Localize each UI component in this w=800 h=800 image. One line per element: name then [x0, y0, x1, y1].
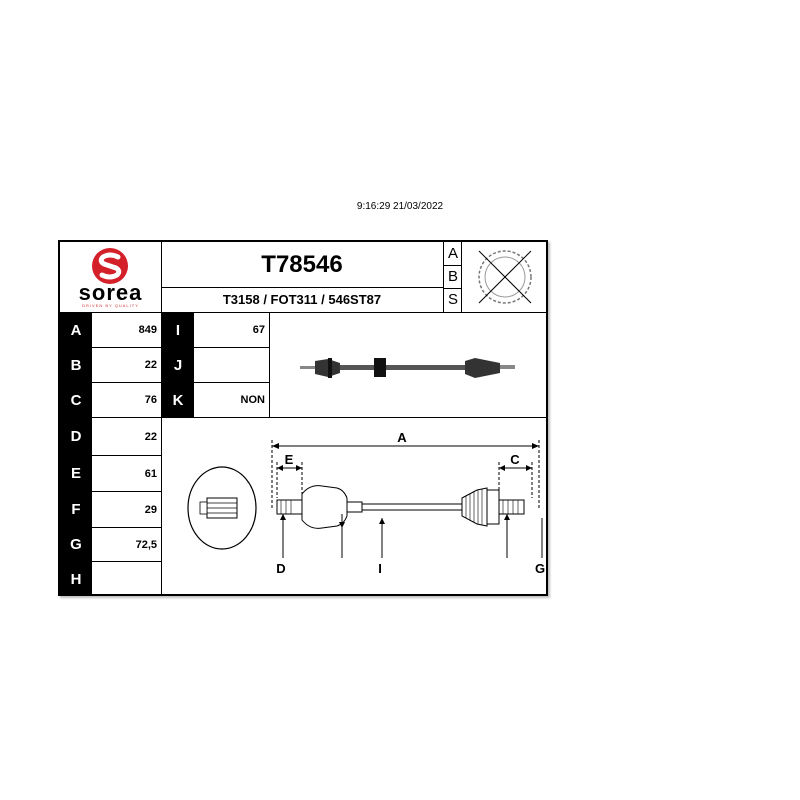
spec-letter-a: A — [60, 313, 92, 347]
spec-sheet: sorea DRIVEN BY QUALITY T78546 T3158 / F… — [58, 240, 548, 596]
spec-value-f: 29 — [144, 503, 157, 516]
label-a: A — [397, 430, 407, 445]
label-i: I — [378, 561, 382, 576]
spec-value-i: 67 — [252, 324, 265, 336]
spec-value-h — [92, 562, 161, 596]
spec-letter-h: H — [60, 562, 92, 596]
spec-letter-g: G — [60, 528, 92, 561]
timestamp: 9:16:29 21/03/2022 — [356, 201, 444, 212]
spec-letter-d: D — [60, 418, 92, 455]
spec-value-j — [194, 348, 269, 382]
spec-value-c: 76 — [144, 394, 157, 406]
abs-letter-a: A — [447, 245, 458, 262]
spec-value-e: 61 — [144, 467, 157, 480]
label-g: G — [535, 561, 545, 576]
spec-value-k: NON — [240, 394, 265, 406]
logo-name: sorea — [78, 280, 143, 305]
label-e: E — [285, 452, 294, 467]
logo: sorea DRIVEN BY QUALITY — [60, 242, 161, 312]
spec-letter-f: F — [60, 492, 92, 527]
logo-tagline: DRIVEN BY QUALITY — [82, 303, 139, 308]
reference-numbers: T3158 / FOT311 / 546ST87 — [222, 292, 382, 307]
label-d: D — [276, 561, 285, 576]
spec-letter-b: B — [60, 348, 92, 382]
spec-letter-j: J — [162, 348, 194, 382]
spec-letter-i: I — [162, 313, 194, 347]
driveshaft-photo — [300, 358, 515, 378]
spec-value-d: 22 — [144, 430, 157, 443]
abs-letter-s: S — [447, 291, 458, 308]
abs-letter-b: B — [447, 268, 458, 285]
spec-value-a: 849 — [138, 324, 157, 336]
spec-letter-c: C — [60, 383, 92, 417]
part-number: T78546 — [261, 250, 343, 278]
spec-value-g: 72,5 — [135, 538, 157, 551]
driveshaft-technical-drawing: A E C — [187, 430, 545, 576]
label-c: C — [510, 452, 520, 467]
spec-letter-e: E — [60, 456, 92, 491]
abs-ring-crossed-icon — [478, 250, 532, 304]
spec-value-b: 22 — [144, 359, 157, 371]
logo-mark-icon — [92, 248, 128, 284]
spec-letter-k: K — [162, 383, 194, 417]
